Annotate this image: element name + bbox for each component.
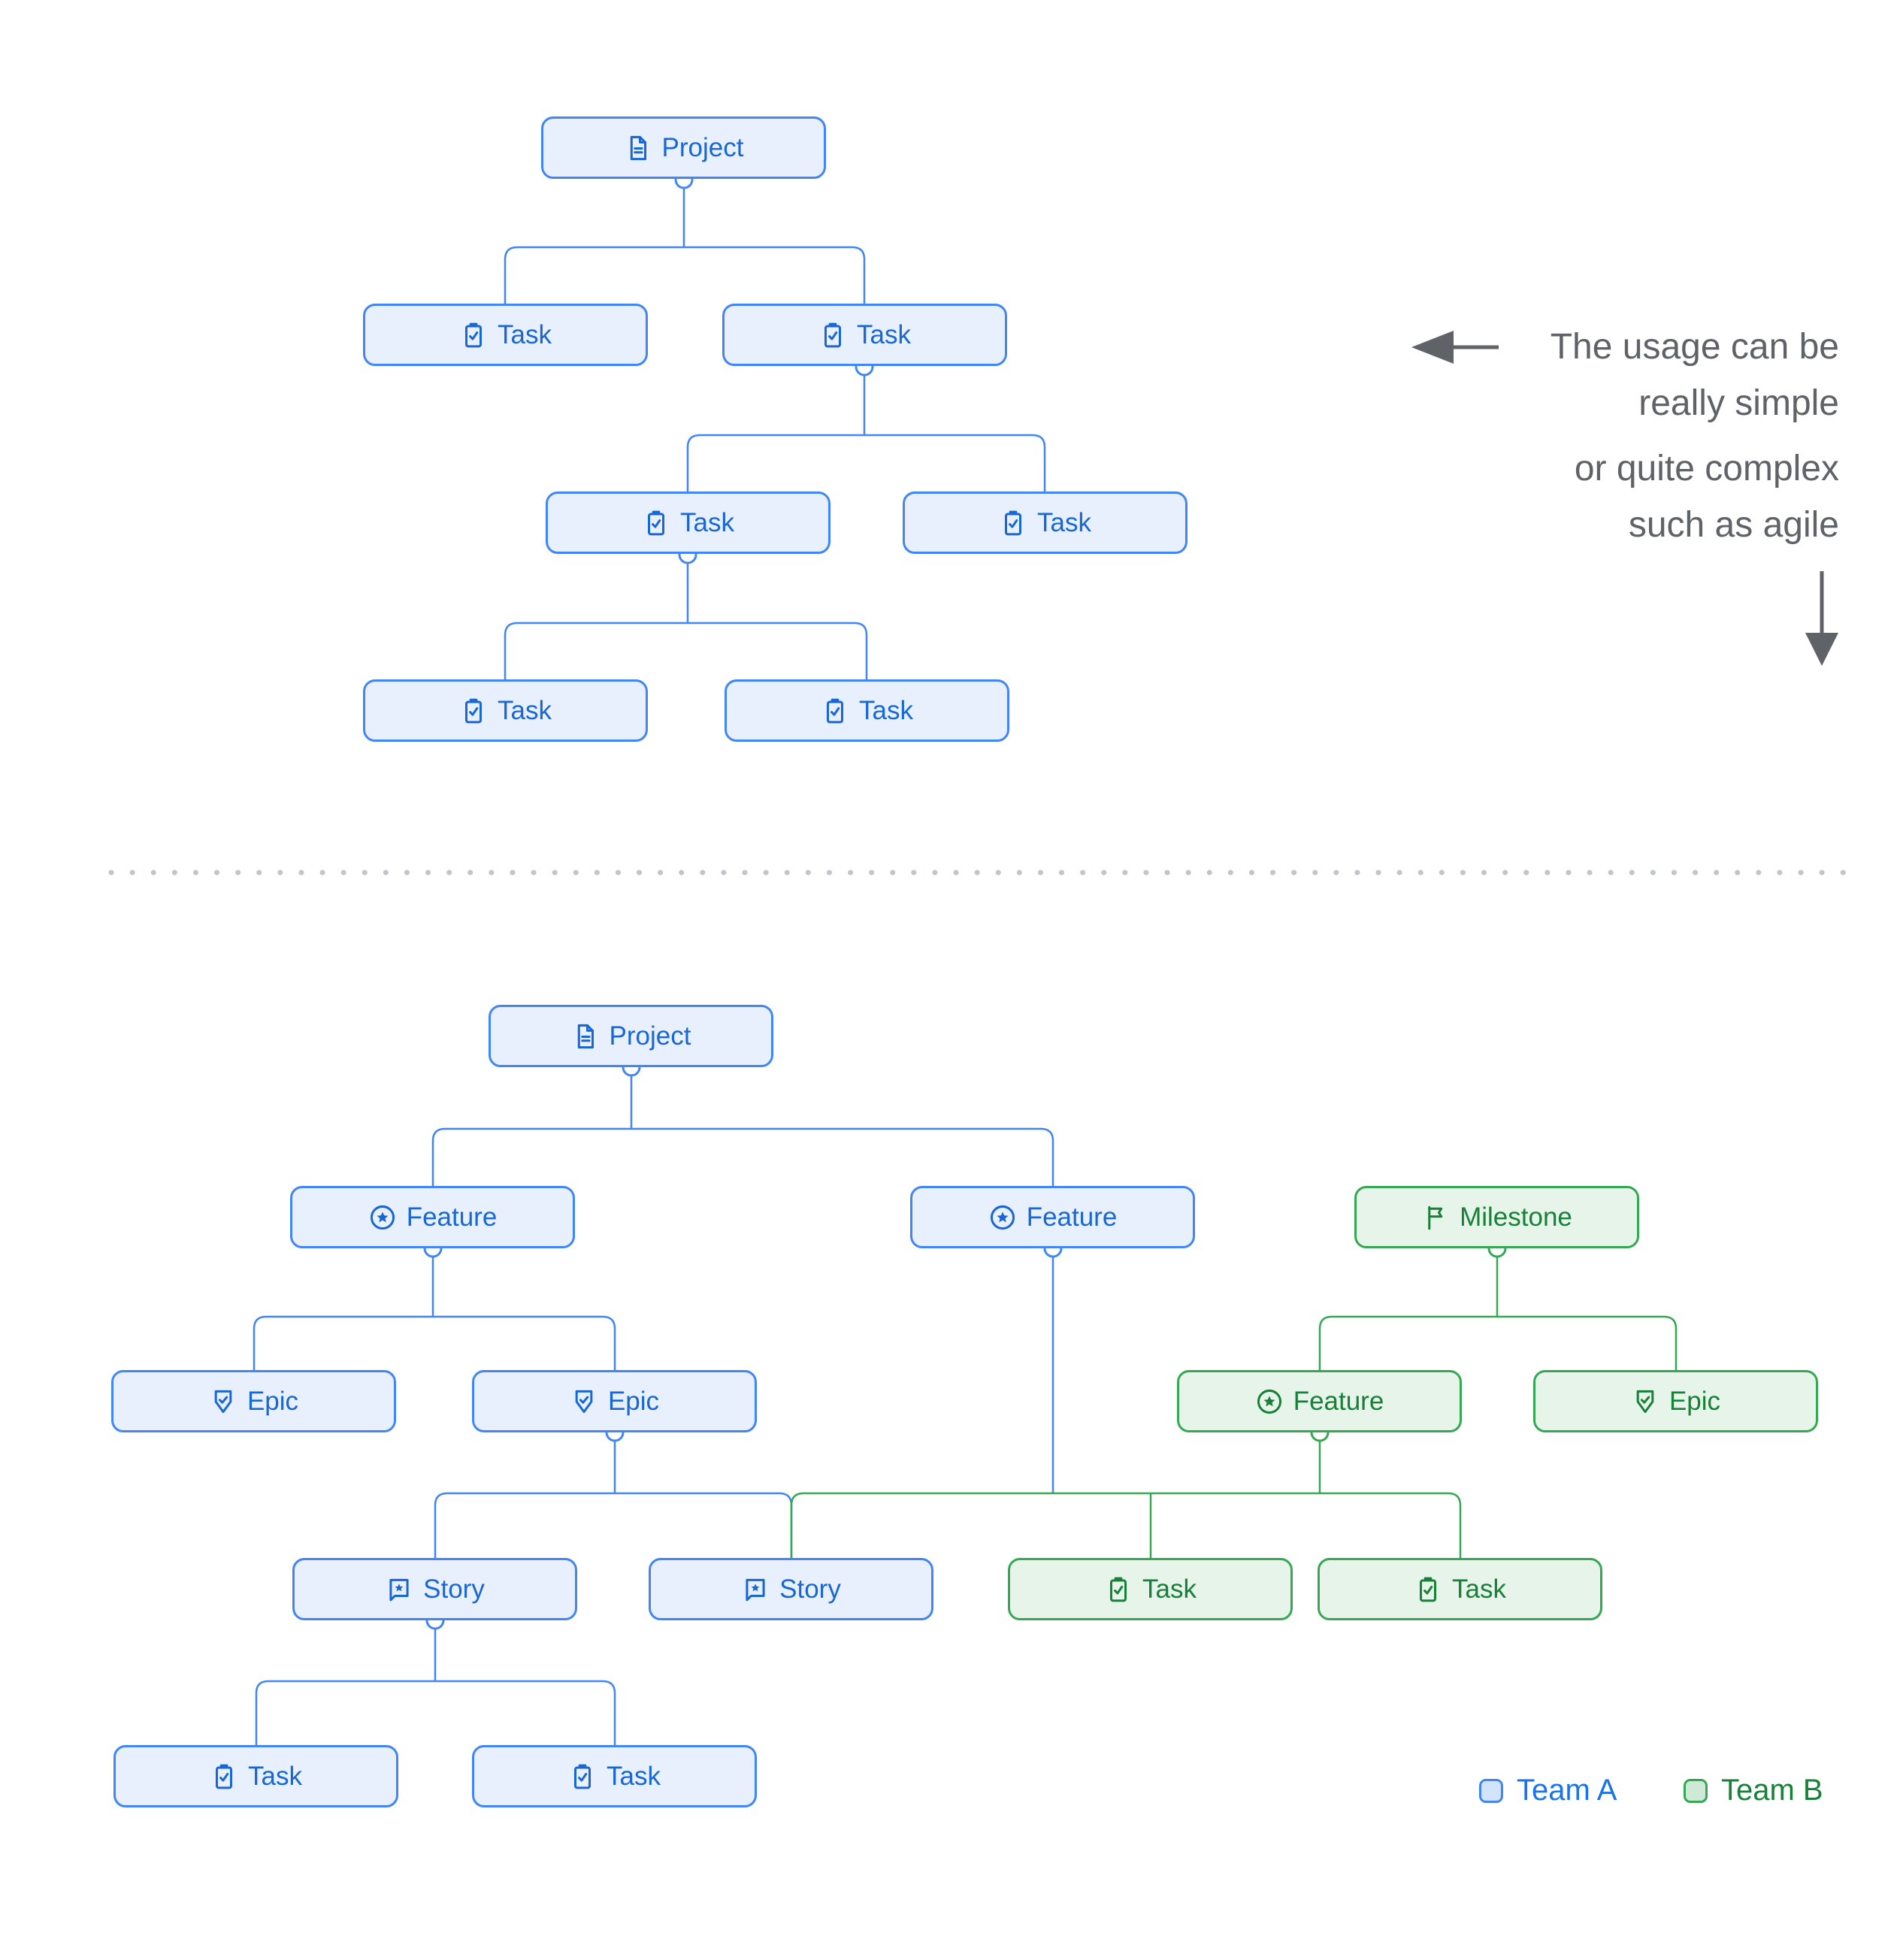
node-label: Task	[1452, 1574, 1506, 1604]
node-label: Milestone	[1460, 1202, 1572, 1232]
tree-node-task[interactable]: Task	[113, 1745, 398, 1807]
task-icon	[568, 1762, 597, 1791]
annotation-para-1: The usage can be really simple	[1550, 327, 1839, 423]
tree-node-project[interactable]: Project	[489, 1005, 773, 1067]
task-icon	[999, 509, 1027, 537]
tree-node-feature[interactable]: Feature	[910, 1186, 1195, 1248]
node-label: Story	[779, 1574, 841, 1604]
tree-node-task[interactable]: Task	[725, 679, 1009, 742]
node-label: Story	[423, 1574, 485, 1604]
task-icon	[818, 321, 847, 349]
tree-node-feature[interactable]: Feature	[1177, 1370, 1462, 1432]
legend-team-a: Team A	[1479, 1774, 1617, 1807]
team-a-label: Team A	[1517, 1774, 1617, 1807]
annotation-para-2: or quite complex such as agile	[1574, 449, 1839, 545]
task-icon	[642, 509, 670, 537]
node-label: Project	[609, 1021, 691, 1051]
node-label: Task	[859, 695, 913, 725]
tree-node-task[interactable]: Task	[1318, 1558, 1602, 1620]
milestone-icon	[1421, 1203, 1450, 1232]
team-b-label: Team B	[1721, 1774, 1823, 1807]
task-icon	[1414, 1575, 1442, 1604]
complex-tree-green-edges	[790, 1257, 1678, 1558]
tree-node-task[interactable]: Task	[363, 304, 648, 366]
annotation-text: The usage can be really simple or quite …	[1551, 319, 1839, 553]
tree-node-task[interactable]: Task	[472, 1745, 757, 1807]
down-arrow-icon	[1805, 571, 1838, 666]
tree-node-task[interactable]: Task	[903, 492, 1187, 554]
tree-node-milestone[interactable]: Milestone	[1354, 1186, 1639, 1248]
team-a-swatch	[1479, 1778, 1503, 1803]
tree-node-story[interactable]: Story	[649, 1558, 933, 1620]
task-icon	[210, 1762, 238, 1791]
left-arrow-icon	[1411, 331, 1499, 364]
complex-tree-blue-edges	[253, 1075, 1054, 1745]
node-label: Project	[661, 132, 744, 162]
team-b-swatch	[1684, 1778, 1708, 1803]
node-label: Epic	[247, 1386, 299, 1416]
node-label: Task	[498, 319, 552, 349]
legend-team-b: Team B	[1684, 1774, 1823, 1807]
feature-icon	[368, 1203, 397, 1232]
feature-icon	[1255, 1387, 1284, 1416]
node-label: Epic	[1669, 1386, 1721, 1416]
tree-node-task[interactable]: Task	[363, 679, 648, 742]
epic-icon	[209, 1387, 237, 1416]
story-icon	[385, 1575, 413, 1604]
epic-icon	[1631, 1387, 1659, 1416]
tree-node-epic[interactable]: Epic	[472, 1370, 757, 1432]
simple-tree-edges	[504, 188, 1046, 679]
tree-node-story[interactable]: Story	[292, 1558, 577, 1620]
task-icon	[459, 697, 488, 725]
node-label: Task	[680, 507, 734, 537]
node-label: Task	[857, 319, 911, 349]
node-label: Task	[1037, 507, 1091, 537]
task-icon	[1104, 1575, 1133, 1604]
tree-node-project[interactable]: Project	[541, 116, 826, 179]
node-label: Epic	[607, 1386, 660, 1416]
node-label: Feature	[1026, 1202, 1118, 1232]
tree-node-epic[interactable]: Epic	[111, 1370, 396, 1432]
task-icon	[821, 697, 849, 725]
document-icon	[571, 1022, 600, 1051]
node-label: Task	[607, 1761, 661, 1791]
node-label: Feature	[406, 1202, 498, 1232]
tree-node-task[interactable]: Task	[1008, 1558, 1293, 1620]
node-label: Task	[498, 695, 552, 725]
tree-node-epic[interactable]: Epic	[1533, 1370, 1818, 1432]
story-icon	[741, 1575, 770, 1604]
node-label: Feature	[1293, 1386, 1384, 1416]
tree-node-feature[interactable]: Feature	[290, 1186, 575, 1248]
tree-node-task[interactable]: Task	[722, 304, 1007, 366]
node-label: Task	[1142, 1574, 1197, 1604]
feature-icon	[988, 1203, 1017, 1232]
tree-node-task[interactable]: Task	[546, 492, 830, 554]
document-icon	[624, 134, 652, 162]
node-label: Task	[248, 1761, 302, 1791]
epic-icon	[570, 1387, 598, 1416]
task-icon	[459, 321, 488, 349]
